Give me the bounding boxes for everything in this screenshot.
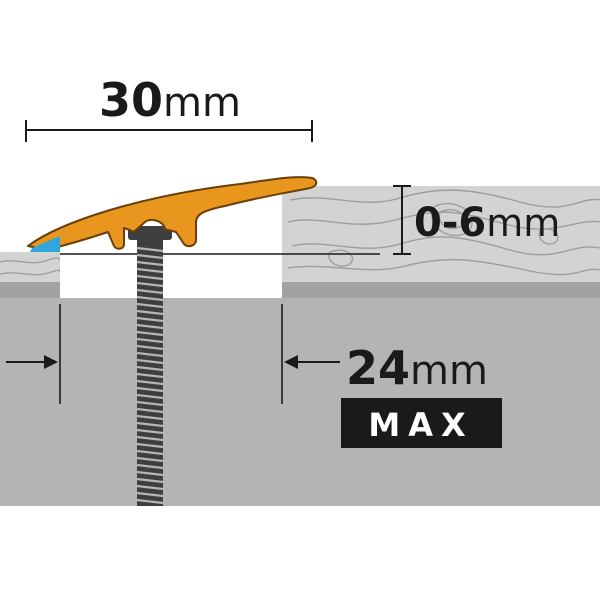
screw-thread [136, 351, 164, 358]
screw-thread [136, 449, 164, 456]
screw-thread [136, 414, 164, 421]
screw [128, 226, 172, 506]
screw-thread [136, 316, 164, 323]
screw-thread [136, 330, 164, 337]
height-unit: mm [486, 201, 560, 245]
screw-thread [136, 358, 164, 365]
max-badge-label: MAX [368, 406, 473, 444]
screw-thread [136, 442, 164, 449]
screw-thread [136, 267, 164, 274]
svg-text:30mm: 30mm [99, 73, 241, 127]
subfloor [0, 282, 600, 506]
screw-thread [136, 477, 164, 484]
screw-thread [136, 400, 164, 407]
screw-thread [136, 428, 164, 435]
svg-text:24mm: 24mm [346, 341, 488, 395]
screw-thread [136, 302, 164, 309]
screw-thread [136, 379, 164, 386]
width-dimension: 30mm [25, 73, 313, 142]
screw-thread [136, 274, 164, 281]
screw-thread [136, 421, 164, 428]
expansion-gap [60, 252, 282, 298]
screw-thread [136, 456, 164, 463]
gap-number: 24 [346, 341, 410, 395]
width-unit: mm [163, 80, 241, 126]
screw-thread [136, 288, 164, 295]
screw-thread [136, 253, 164, 260]
gap-unit: mm [410, 348, 488, 394]
screw-thread [136, 407, 164, 414]
screw-thread [136, 337, 164, 344]
adhesive-tape [30, 236, 60, 252]
screw-thread [136, 323, 164, 330]
screw-thread [136, 393, 164, 400]
screw-thread [136, 295, 164, 302]
screw-thread [136, 498, 164, 505]
left-floorboard [0, 252, 61, 282]
threshold-profile [27, 176, 318, 251]
height-number: 0-6 [414, 200, 486, 246]
screw-thread [136, 372, 164, 379]
height-dimension: 0-6mm [393, 185, 560, 255]
screw-thread [136, 260, 164, 267]
width-number: 30 [99, 73, 163, 127]
screw-thread [136, 365, 164, 372]
screw-thread [136, 281, 164, 288]
screw-thread [136, 309, 164, 316]
max-badge [341, 398, 502, 448]
screw-thread [136, 470, 164, 477]
screw-thread [136, 491, 164, 498]
screw-thread [136, 435, 164, 442]
screw-thread [136, 484, 164, 491]
svg-text:0-6mm: 0-6mm [414, 200, 560, 246]
gap-dimension: 24mm MAX [6, 304, 502, 448]
right-floorboard [282, 186, 600, 282]
screw-thread [136, 246, 164, 253]
gap-arrow-right-icon [284, 355, 298, 369]
gap-arrow-left-icon [44, 355, 58, 369]
screw-thread [136, 463, 164, 470]
screw-thread [136, 344, 164, 351]
screw-thread [136, 386, 164, 393]
